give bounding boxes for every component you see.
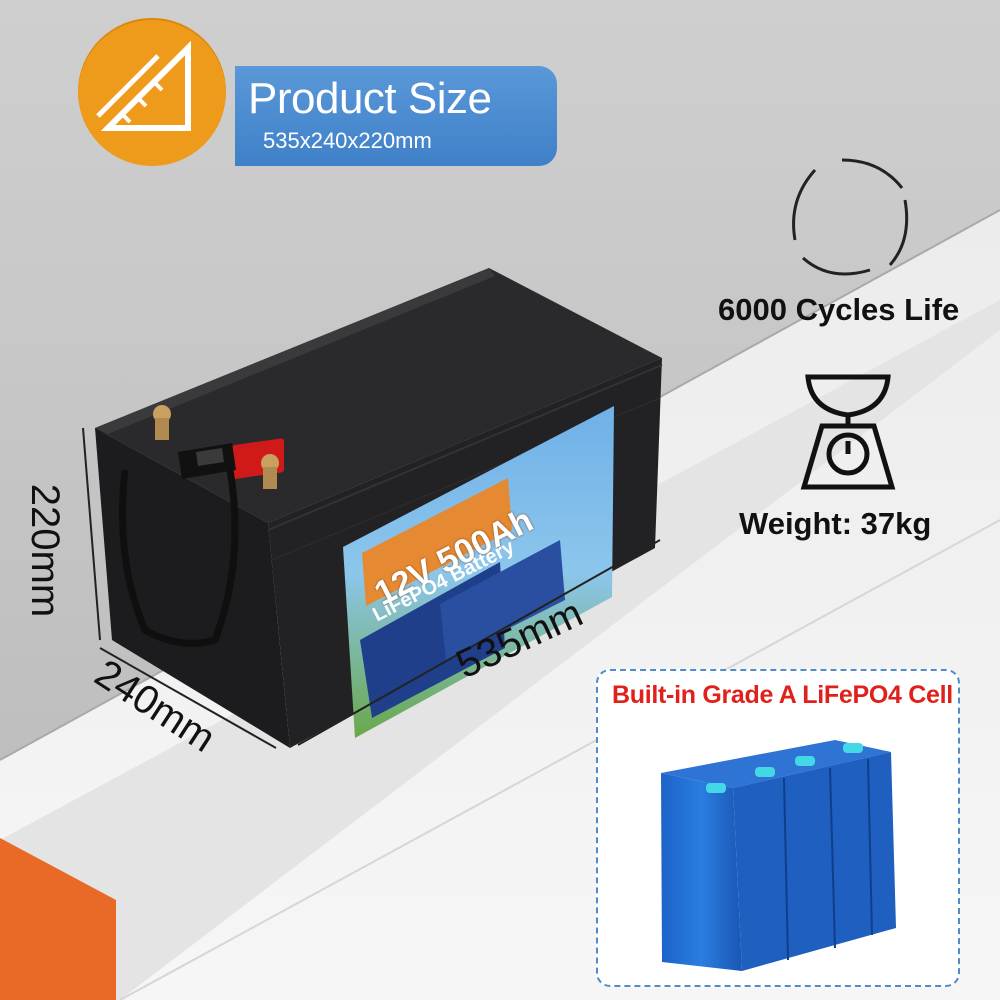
ruler-triangle-icon [78,18,226,166]
banner-subtitle: 535x240x220mm [263,128,432,153]
weight-text: Weight: 37kg [739,506,932,541]
orange-corner [0,838,116,1000]
banner-title: Product Size [248,74,492,123]
recycle-arrows-icon [792,158,909,276]
cycles-life-text: 6000 Cycles Life [718,292,960,327]
product-size-banner [235,66,557,166]
scale-icon [800,374,896,490]
battery-illustration [95,268,663,748]
cell-panel-title: Built-in Grade A LiFePO4 Cell [612,681,953,709]
